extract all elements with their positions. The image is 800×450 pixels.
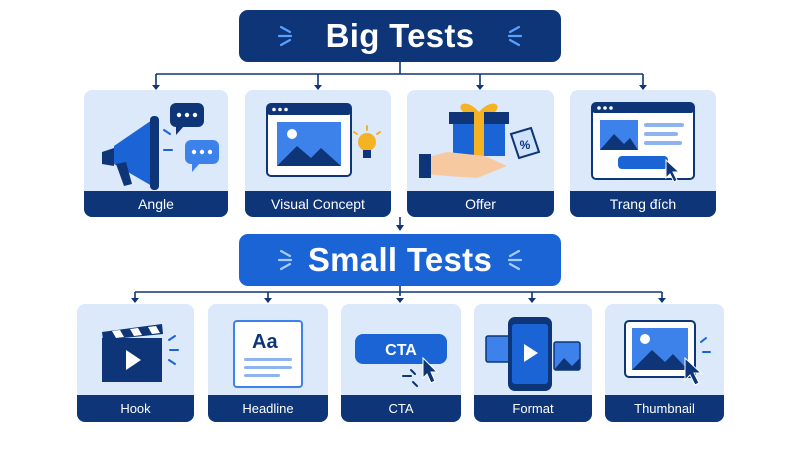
big-tests-title: Big Tests	[325, 17, 475, 54]
sparkle-icon	[277, 249, 293, 271]
card-thumbnail[interactable]: Thumbnail	[605, 304, 724, 422]
card-angle[interactable]: Angle	[84, 90, 228, 217]
card-label: Visual Concept	[245, 191, 391, 217]
gift-icon: %	[419, 103, 541, 178]
card-cta[interactable]: CTA CTA	[341, 304, 461, 422]
megaphone-icon	[102, 103, 219, 190]
card-label: Trang đích	[570, 191, 716, 217]
sparkle-icon	[507, 25, 523, 47]
small-tests-banner: Small Tests	[239, 234, 561, 286]
phone-format-icon	[485, 317, 581, 391]
card-label: Format	[474, 395, 592, 422]
card-label: Offer	[407, 191, 554, 217]
percent-tag-text: %	[520, 138, 531, 152]
card-offer[interactable]: % Offer	[407, 90, 554, 217]
clapperboard-icon	[102, 324, 179, 382]
card-label: Headline	[208, 395, 328, 422]
big-tests-banner: Big Tests	[239, 10, 561, 62]
landing-page-icon	[591, 102, 695, 183]
card-hook[interactable]: Hook	[77, 304, 194, 422]
card-label: Hook	[77, 395, 194, 422]
card-label: Angle	[84, 191, 228, 217]
thumbnail-icon	[624, 320, 711, 386]
card-headline[interactable]: Aa Headline	[208, 304, 328, 422]
browser-image-icon	[266, 103, 381, 177]
headline-icon: Aa	[233, 320, 303, 388]
card-trang-dich[interactable]: Trang đích	[570, 90, 716, 217]
cta-button-icon: CTA	[355, 334, 447, 387]
card-visual-concept[interactable]: Visual Concept	[245, 90, 391, 217]
card-format[interactable]: Format	[474, 304, 592, 422]
card-label: Thumbnail	[605, 395, 724, 422]
small-tests-title: Small Tests	[307, 241, 493, 278]
cta-icon-text: CTA	[385, 342, 417, 359]
sparkle-icon	[507, 249, 523, 271]
headline-icon-text: Aa	[252, 331, 278, 353]
card-label: CTA	[341, 395, 461, 422]
sparkle-icon	[277, 25, 293, 47]
